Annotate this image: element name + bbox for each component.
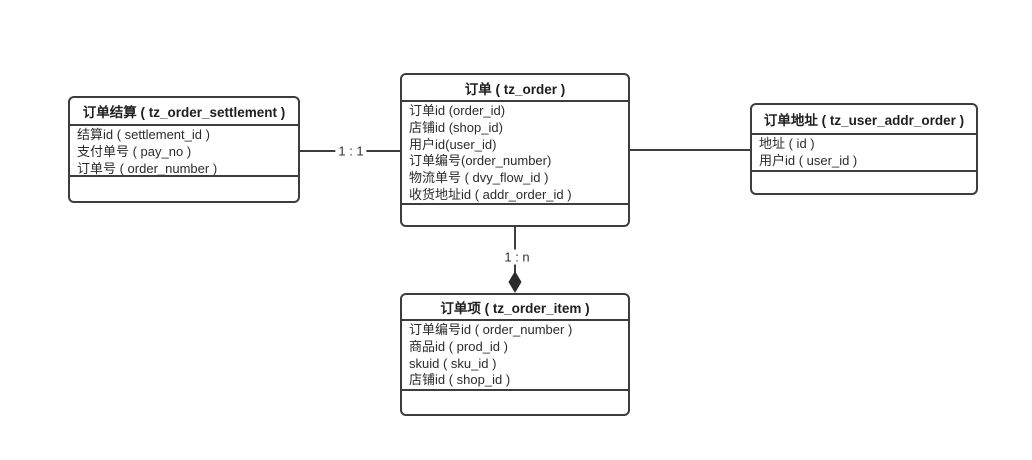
entity-fields-order-item: 订单编号id ( order_number ) 商品id ( prod_id )… [402, 321, 628, 389]
entity-table-user-addr-order: 订单地址 ( tz_user_addr_order ) 地址 ( id ) 用户… [750, 103, 978, 195]
entity-field: 订单编号(order_number) [409, 153, 552, 169]
entity-field: 订单号 ( order_number ) [77, 160, 218, 175]
entity-fields-settlement: 结算id ( settlement_id ) 支付单号 ( pay_no ) 订… [70, 126, 298, 175]
entity-footer-order [402, 203, 628, 225]
entity-footer-user-addr-order [752, 170, 976, 193]
entity-title-user-addr-order: 订单地址 ( tz_user_addr_order ) [752, 105, 976, 135]
entity-field: 地址 ( id ) [759, 136, 815, 151]
entity-footer-order-item [402, 389, 628, 414]
entity-title-order: 订单 ( tz_order ) [402, 75, 628, 102]
entity-field: 收货地址id ( addr_order_id ) [409, 186, 572, 202]
diamond-arrow-icon [508, 271, 522, 293]
entity-field: 物流单号 ( dvy_flow_id ) [409, 170, 549, 186]
entity-footer-settlement [70, 175, 298, 201]
entity-field: 订单编号id ( order_number ) [409, 322, 573, 337]
entity-field: 订单id (order_id) [409, 103, 506, 118]
entity-table-order: 订单 ( tz_order ) 订单id (order_id) 店铺id (sh… [400, 73, 630, 227]
entity-fields-order: 订单id (order_id) 店铺id (shop_id) 用户id(user… [402, 102, 628, 203]
entity-title-order-item: 订单项 ( tz_order_item ) [402, 295, 628, 321]
entity-field: 结算id ( settlement_id ) [77, 127, 210, 142]
entity-field: 支付单号 ( pay_no ) [77, 143, 192, 159]
entity-field: 店铺id (shop_id) [409, 119, 503, 135]
entity-table-order-item: 订单项 ( tz_order_item ) 订单编号id ( order_num… [400, 293, 630, 416]
entity-table-settlement: 订单结算 ( tz_order_settlement ) 结算id ( sett… [68, 96, 300, 203]
relation-label-one-to-n: 1 : n [501, 249, 533, 265]
entity-field: 店铺id ( shop_id ) [409, 372, 511, 388]
entity-title-settlement: 订单结算 ( tz_order_settlement ) [70, 98, 298, 126]
entity-field: skuid ( sku_id ) [409, 355, 497, 371]
entity-fields-user-addr-order: 地址 ( id ) 用户id ( user_id ) [752, 135, 976, 170]
entity-field: 商品id ( prod_id ) [409, 338, 508, 354]
entity-field: 用户id(user_id) [409, 136, 497, 152]
relation-label-one-to-one: 1 : 1 [335, 143, 367, 159]
entity-field: 用户id ( user_id ) [759, 152, 858, 168]
